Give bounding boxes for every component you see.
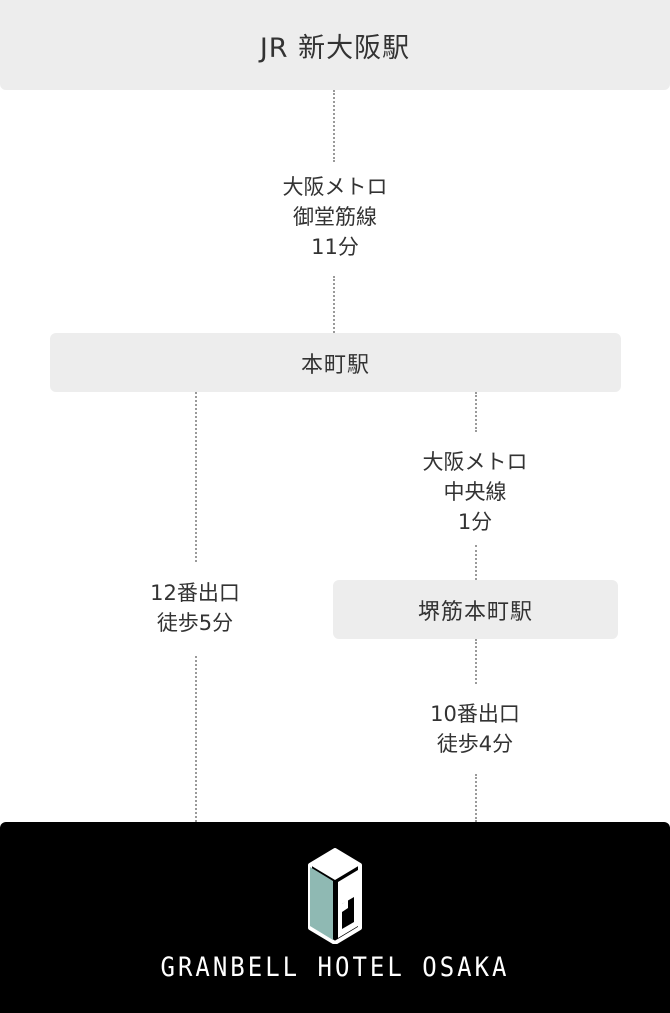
station-name-shin-osaka: JR 新大阪駅 xyxy=(259,32,411,64)
route-duration: 1分 xyxy=(457,510,493,534)
station-box-sakaisuji-honmachi: 堺筋本町駅 xyxy=(333,580,618,639)
exit-number: 10番出口 xyxy=(430,702,520,726)
route-connector-right xyxy=(475,392,477,432)
route-operator: 大阪メトロ xyxy=(282,175,388,199)
walk-connector-right xyxy=(475,774,477,822)
route-operator: 大阪メトロ xyxy=(422,450,528,474)
route-line-name: 御堂筋線 xyxy=(293,205,377,229)
station-name-honmachi: 本町駅 xyxy=(300,352,370,378)
walk-label-exit12: 12番出口 徒歩5分 xyxy=(95,578,295,638)
route-connector xyxy=(333,90,335,162)
exit-number: 12番出口 xyxy=(150,581,240,605)
walk-connector-right xyxy=(475,639,477,684)
station-box-honmachi: 本町駅 xyxy=(50,333,621,392)
route-label-midosuji: 大阪メトロ 御堂筋線 11分 xyxy=(235,172,435,262)
route-connector xyxy=(333,276,335,333)
route-label-chuo: 大阪メトロ 中央線 1分 xyxy=(375,447,575,537)
walk-label-exit10: 10番出口 徒歩4分 xyxy=(375,699,575,759)
route-connector-right xyxy=(475,545,477,580)
route-duration: 11分 xyxy=(311,235,359,259)
hotel-name: GRANBELL HOTEL OSAKA xyxy=(160,951,510,983)
walk-connector-left xyxy=(195,656,197,822)
walk-duration: 徒歩5分 xyxy=(156,611,234,635)
station-box-shin-osaka: JR 新大阪駅 xyxy=(0,0,670,90)
walk-connector-left xyxy=(195,392,197,562)
walk-duration: 徒歩4分 xyxy=(436,732,514,756)
hotel-logo-icon xyxy=(308,848,362,944)
station-name-sakaisuji-honmachi: 堺筋本町駅 xyxy=(417,599,533,625)
route-line-name: 中央線 xyxy=(443,480,507,504)
